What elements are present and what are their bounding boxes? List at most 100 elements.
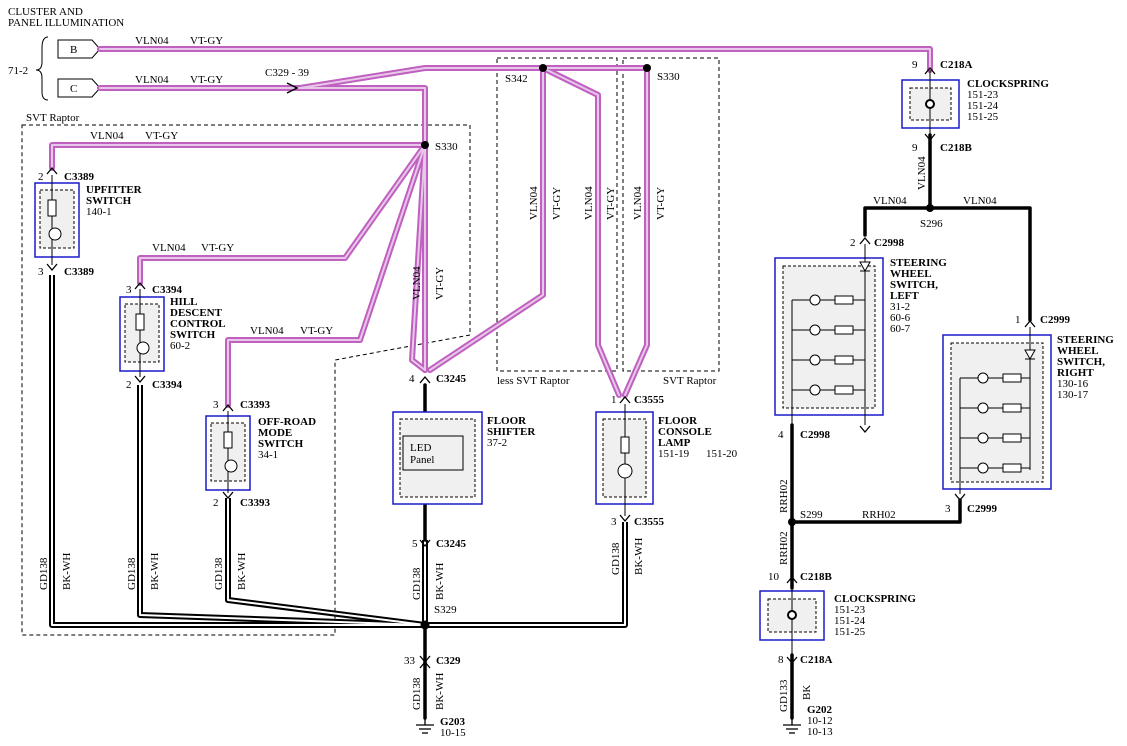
lamp-l2: CONSOLE bbox=[658, 426, 712, 438]
g203-name: G203 bbox=[440, 716, 466, 728]
cs-top-r2: 151-24 bbox=[967, 100, 999, 112]
cs-bot-r2: 151-24 bbox=[834, 615, 866, 627]
swl-c2998-b: C2998 bbox=[800, 429, 830, 441]
g203-gd138: GD138 bbox=[411, 677, 423, 710]
swr-c2999-b: C2999 bbox=[967, 503, 997, 515]
b-wire-vln04: VLN04 bbox=[135, 35, 169, 47]
ground-wire-cores bbox=[51, 275, 626, 626]
c329-lower: C329 bbox=[436, 655, 461, 667]
swr-r1: 130-16 bbox=[1057, 378, 1089, 390]
led-panel-l2: Panel bbox=[410, 454, 434, 466]
upfitter-fuse-icon bbox=[47, 199, 57, 217]
s296-right-vln04: VLN04 bbox=[963, 195, 997, 207]
off-ref: 34-1 bbox=[258, 449, 278, 461]
s330-top-label: S330 bbox=[657, 71, 680, 83]
svt-region-right bbox=[622, 57, 720, 372]
connector-chevrons bbox=[46, 66, 1036, 669]
shifter-ref: 37-2 bbox=[487, 437, 507, 449]
shifter-pin5: 5 bbox=[412, 538, 418, 550]
off-pin2: 2 bbox=[213, 497, 219, 509]
hill-l4: SWITCH bbox=[170, 329, 216, 341]
sw-left-led-rows bbox=[792, 294, 865, 396]
c218a-top: C218A bbox=[940, 59, 972, 71]
s296-left-vln04: VLN04 bbox=[873, 195, 907, 207]
up-bkwh: BK-WH bbox=[61, 553, 73, 590]
c329-39-label: C329 - 39 bbox=[265, 67, 310, 79]
connector-b bbox=[57, 39, 101, 59]
swl-r3: 60-7 bbox=[890, 323, 911, 335]
cs-top-r1: 151-23 bbox=[967, 89, 999, 101]
upfitter-lamp-icon bbox=[48, 227, 62, 241]
shifter-pin4: 4 bbox=[409, 373, 415, 385]
c218a-bottom: C218A bbox=[800, 654, 832, 666]
splice-s330-top bbox=[643, 64, 651, 72]
splice-s299 bbox=[788, 518, 796, 526]
shifter-wire-vln04: VLN04 bbox=[411, 266, 423, 300]
sw-right-led-rows bbox=[960, 372, 1030, 474]
cs-bot-r1: 151-23 bbox=[834, 604, 866, 616]
g203-bkwh: BK-WH bbox=[434, 673, 446, 710]
hill-l2: DESCENT bbox=[170, 307, 223, 319]
lamp-bulb-icon bbox=[617, 463, 633, 479]
lamp-pin3: 3 bbox=[611, 516, 617, 528]
off-gd138: GD138 bbox=[213, 557, 225, 590]
shifter-wire-vtgy: VT-GY bbox=[434, 267, 446, 300]
lamp-bkwh: BK-WH bbox=[633, 538, 645, 575]
hill-wire-vln04: VLN04 bbox=[152, 242, 186, 254]
upfitter-wire-vln04: VLN04 bbox=[90, 130, 124, 142]
led-panel bbox=[402, 435, 464, 471]
upfitter-pin2: 2 bbox=[38, 171, 44, 183]
lamp-wire-vln04-a: VLN04 bbox=[583, 186, 595, 220]
sw-left-diode-icon bbox=[859, 261, 871, 273]
offroad-wire-vtgy: VT-GY bbox=[300, 325, 333, 337]
swr-l4: RIGHT bbox=[1057, 367, 1094, 379]
offroad-fuse-icon bbox=[223, 431, 233, 449]
hill-l3: CONTROL bbox=[170, 318, 226, 330]
bk-label: BK bbox=[801, 685, 813, 700]
lamp-ref1: 151-19 bbox=[658, 448, 690, 460]
svt-raptor-label-left: SVT Raptor bbox=[26, 112, 80, 124]
swr-l1: STEERING bbox=[1057, 334, 1114, 346]
shifter-c3245-a: C3245 bbox=[436, 373, 466, 385]
svt-label-right: SVT Raptor bbox=[663, 375, 717, 387]
hill-c3394-b: C3394 bbox=[152, 379, 182, 391]
cs-bot-r3: 151-25 bbox=[834, 626, 866, 638]
swr-l2: WHEEL bbox=[1057, 345, 1099, 357]
lamp-c3555-b: C3555 bbox=[634, 516, 664, 528]
hill-ref: 60-2 bbox=[170, 340, 190, 352]
upfitter-l2: SWITCH bbox=[86, 195, 132, 207]
gd133-label: GD133 bbox=[778, 679, 790, 712]
off-c3393-a: C3393 bbox=[240, 399, 270, 411]
lamp-fuse-icon bbox=[620, 436, 630, 454]
off-bkwh: BK-WH bbox=[236, 553, 248, 590]
cs-bot-name: CLOCKSPRING bbox=[834, 593, 916, 605]
less-svt-region bbox=[496, 57, 618, 372]
s342-label: S342 bbox=[505, 73, 528, 85]
splice-s330 bbox=[421, 141, 429, 149]
swl-pin2: 2 bbox=[850, 237, 856, 249]
lamp-ref2: 151-20 bbox=[706, 448, 738, 460]
off-c3393-b: C3393 bbox=[240, 497, 270, 509]
cs-top-r3: 151-25 bbox=[967, 111, 999, 123]
hill-l1: HILL bbox=[170, 296, 198, 308]
hill-gd138: GD138 bbox=[126, 557, 138, 590]
clockspring-top-icon bbox=[925, 99, 935, 109]
cs-top-name: CLOCKSPRING bbox=[967, 78, 1049, 90]
s329-label: S329 bbox=[434, 604, 457, 616]
hill-pin2: 2 bbox=[126, 379, 132, 391]
swl-l1: STEERING bbox=[890, 257, 947, 269]
less-svt-label: less SVT Raptor bbox=[497, 375, 570, 387]
connector-b-label: B bbox=[70, 44, 77, 56]
shift-gd138: GD138 bbox=[411, 567, 423, 600]
clockspring-bottom-icon bbox=[787, 610, 797, 620]
lamp-wire-vtgy-a: VT-GY bbox=[605, 187, 617, 220]
g202-r2: 10-13 bbox=[807, 726, 833, 738]
cs-vln04: VLN04 bbox=[916, 156, 928, 190]
hill-wire-vtgy: VT-GY bbox=[201, 242, 234, 254]
swr-l3: SWITCH, bbox=[1057, 356, 1105, 368]
swl-pin4: 4 bbox=[778, 429, 784, 441]
swr-pin1: 1 bbox=[1015, 314, 1021, 326]
svt-raptor-region-left bbox=[21, 124, 471, 636]
swl-l4: LEFT bbox=[890, 290, 919, 302]
